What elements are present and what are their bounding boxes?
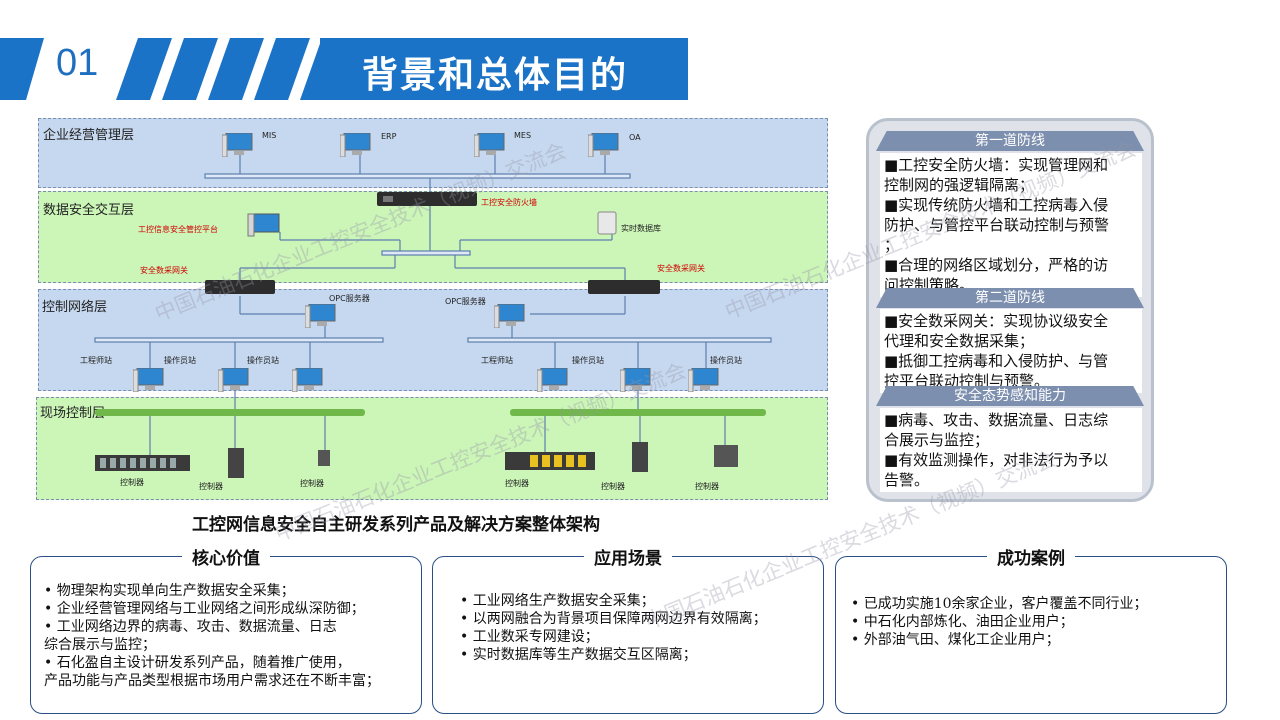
card-line: • 工业网络生产数据安全采集； — [460, 593, 655, 609]
system-label-mis: MIS — [262, 131, 277, 140]
gateway-right-label: 安全数采网关 — [657, 264, 705, 273]
section-line: ■抵御工控病毒和入侵防护、与管 — [884, 352, 1109, 370]
pc-icon — [218, 368, 249, 392]
layer-label-field-control: 现场控制层 — [40, 406, 106, 421]
section-body: ■工控安全防火墙：实现管理网和 控制网的强逻辑隔离； ■实现传统防火墙和工控病毒… — [880, 153, 1142, 297]
card-line: 产品功能与产品类型根据市场用户需求还在不断丰富； — [44, 673, 380, 689]
card-body: • 工业网络生产数据安全采集； • 以两网融合为背景项目保障两网边界有效隔离； … — [460, 592, 767, 664]
section-line: ■病毒、攻击、数据流量、日志综 — [884, 411, 1109, 429]
opc-right-label: OPC服务器 — [445, 297, 486, 306]
card-core-value: 核心价值 — [30, 544, 422, 714]
section-line: ■安全数采网关：实现协议级安全 — [884, 312, 1109, 330]
pc-icon — [292, 368, 323, 392]
section-line: 合展示与监控； — [884, 431, 990, 449]
card-title: 成功案例 — [987, 544, 1075, 569]
card-line: • 工业网络边界的病毒、攻击、数据流量、日志 — [44, 619, 337, 635]
platform-label: 工控信息安全管控平台 — [138, 225, 218, 234]
section-number: 01 — [56, 42, 99, 84]
system-label-oa: OA — [629, 133, 641, 142]
card-line: • 外部油气田、煤化工企业用户； — [851, 632, 1060, 648]
section-title: 第一道防线 — [876, 131, 1144, 151]
station-label: 工程师站 — [80, 356, 112, 365]
pc-icon — [305, 304, 336, 328]
card-line: • 实时数据库等生产数据交互区隔离； — [460, 647, 697, 663]
station-label: 工程师站 — [481, 356, 513, 365]
card-cases: 成功案例 — [835, 544, 1227, 714]
controller-label: 控制器 — [300, 479, 324, 488]
title-band — [320, 38, 688, 100]
section-line: 代理和安全数据采集； — [884, 332, 1035, 350]
firewall-label: 工控安全防火墙 — [481, 198, 537, 207]
opc-left-label: OPC服务器 — [329, 294, 370, 303]
layer-data-exchange — [38, 191, 828, 283]
section-body: ■安全数采网关：实现协议级安全 代理和安全数据采集； ■抵御工控病毒和入侵防护、… — [880, 309, 1142, 393]
layer-label-data-exchange: 数据安全交互层 — [43, 203, 135, 218]
section-line: ； — [884, 236, 900, 254]
station-label: 操作员站 — [572, 356, 604, 365]
controller-label: 控制器 — [120, 478, 144, 487]
card-line: • 企业经营管理网络与工业网络之间形成纵深防御； — [44, 601, 365, 617]
card-line: • 中石化内部炼化、油田企业用户； — [851, 614, 1074, 630]
page-title: 背景和总体目的 — [362, 55, 629, 96]
section-line: 控平台联动控制与预警。 — [884, 372, 1050, 390]
section-line: ■工控安全防火墙：实现管理网和 — [884, 156, 1109, 174]
section-line: ■有效监测操作，对非法行为予以 — [884, 451, 1109, 469]
diagram-caption: 工控网信息安全自主研发系列产品及解决方案整体架构 — [192, 515, 600, 535]
pc-icon — [688, 368, 719, 392]
section-line: ■实现传统防火墙和工控病毒入侵 — [884, 196, 1109, 214]
card-title: 核心价值 — [182, 544, 270, 569]
section-line: 控制网的强逻辑隔离； — [884, 176, 1035, 194]
card-line: • 物理架构实现单向生产数据安全采集； — [44, 583, 295, 599]
section-line: 告警。 — [884, 471, 930, 489]
controller-label: 控制器 — [695, 482, 719, 491]
station-label: 操作员站 — [164, 356, 196, 365]
system-label-mes: MES — [514, 131, 532, 140]
card-line: • 已成功实施10余家企业，客户覆盖不同行业； — [851, 596, 1148, 612]
section-title: 第二道防线 — [876, 288, 1144, 308]
pc-icon — [474, 133, 505, 157]
pc-icon — [340, 133, 371, 157]
section-line: 防护、与管控平台联动控制与预警 — [884, 216, 1110, 234]
station-label: 操作员站 — [247, 356, 279, 365]
station-label: 操作员站 — [710, 356, 742, 365]
controller-label: 控制器 — [199, 482, 223, 491]
pc-icon — [537, 368, 568, 392]
layer-label-enterprise: 企业经营管理层 — [43, 128, 135, 143]
pc-icon — [588, 133, 619, 157]
header-stripes — [0, 38, 330, 100]
pc-icon — [494, 304, 525, 328]
controller-label: 控制器 — [505, 479, 529, 488]
gateway-left-label: 安全数采网关 — [140, 266, 188, 275]
realtime-db-label: 实时数据库 — [621, 224, 661, 233]
system-label-erp: ERP — [381, 132, 397, 141]
card-line: • 石化盈自主设计研发系列产品，随着推广使用， — [44, 655, 351, 671]
card-body: • 已成功实施10余家企业，客户覆盖不同行业； • 中石化内部炼化、油田企业用户… — [851, 595, 1148, 649]
card-line: 综合展示与监控； — [44, 637, 156, 653]
section-title: 安全态势感知能力 — [876, 386, 1144, 406]
card-line: • 工业数采专网建设； — [460, 629, 599, 645]
card-title: 应用场景 — [584, 544, 672, 569]
section-body: ■病毒、攻击、数据流量、日志综 合展示与监控； ■有效监测操作，对非法行为予以 … — [880, 408, 1142, 492]
card-line: • 以两网融合为背景项目保障两网边界有效隔离； — [460, 611, 767, 627]
pc-icon — [222, 133, 253, 157]
layer-label-control-network: 控制网络层 — [42, 300, 108, 315]
pc-icon — [620, 368, 651, 392]
card-scenarios: 应用场景 — [432, 544, 824, 714]
pc-icon — [133, 368, 164, 392]
controller-label: 控制器 — [601, 482, 625, 491]
network-lines — [94, 155, 772, 478]
card-body: • 物理架构实现单向生产数据安全采集； • 企业经营管理网络与工业网络之间形成纵… — [44, 582, 380, 690]
section-line: ■合理的网络区域划分，严格的访 — [884, 256, 1109, 274]
